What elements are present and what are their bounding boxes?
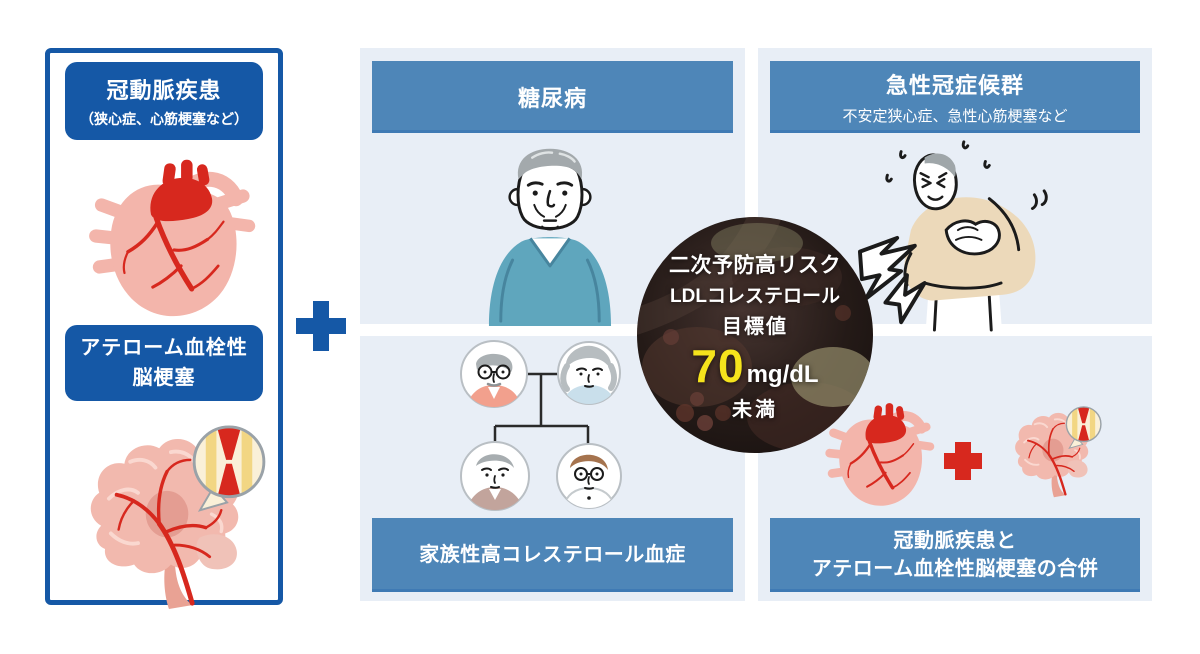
acs-header: 急性冠症候群 不安定狭心症、急性心筋梗塞など xyxy=(770,61,1140,133)
target-value-label: 目標値 xyxy=(722,315,788,338)
combined-label: 冠動脈疾患と アテローム血栓性脳梗塞の合併 xyxy=(770,518,1140,592)
plus-icon xyxy=(296,301,346,351)
target-unit: mg/dL xyxy=(746,360,819,388)
diabetes-title: 糖尿病 xyxy=(517,86,587,111)
acs-title: 急性冠症候群 xyxy=(885,73,1024,98)
family-tree-illustration xyxy=(460,340,622,511)
panel-diabetes: 糖尿病 xyxy=(360,48,745,326)
acs-subtitle: 不安定狭心症、急性心筋梗塞など xyxy=(842,108,1068,125)
diabetes-header: 糖尿病 xyxy=(372,61,733,133)
coronary-disease-subtitle: （狭心症、心筋梗塞など） xyxy=(80,111,248,127)
coronary-disease-header: 冠動脈疾患 （狭心症、心筋梗塞など） xyxy=(65,62,263,140)
heart-illustration xyxy=(85,158,263,326)
stroke-title-line2: 脳梗塞 xyxy=(132,367,196,389)
target-value: 70 xyxy=(691,339,745,392)
left-condition-box: 冠動脈疾患 （狭心症、心筋梗塞など） アテローム血栓性 脳梗塞 xyxy=(45,48,283,605)
atherothrombotic-stroke-header: アテローム血栓性 脳梗塞 xyxy=(65,325,263,401)
panel-familial-hypercholesterolemia: 家族性高コレステロール血症 xyxy=(360,336,745,601)
less-than-label: 未満 xyxy=(732,398,778,421)
ldl-target-circle: 二次予防高リスク LDLコレステロール 目標値 70 mg/dL 未満 xyxy=(637,217,873,453)
target-value-row: 70 mg/dL xyxy=(691,339,818,393)
combined-title-line2: アテローム血栓性脳梗塞の合併 xyxy=(811,558,1099,580)
stroke-title-line1: アテローム血栓性 xyxy=(80,337,248,359)
artery-cross-section-photo xyxy=(637,217,873,452)
heart-and-brain-combined-illustration xyxy=(813,396,1113,516)
elderly-man-illustration xyxy=(488,148,612,326)
brain-with-stenosis-illustration xyxy=(66,425,270,609)
ldl-target-text: 二次予防高リスク LDLコレステロール 目標値 70 mg/dL 未満 xyxy=(637,217,873,453)
fh-label: 家族性高コレステロール血症 xyxy=(372,518,733,592)
ldl-cholesterol-label: LDLコレステロール xyxy=(670,285,840,307)
red-plus-icon xyxy=(944,442,982,480)
combined-title-line1: 冠動脈疾患と xyxy=(893,530,1017,552)
secondary-prevention-label: 二次予防高リスク xyxy=(669,253,841,277)
coronary-disease-title: 冠動脈疾患 xyxy=(106,78,222,103)
fh-title: 家族性高コレステロール血症 xyxy=(419,544,686,566)
chest-pain-man-illustration xyxy=(857,140,1048,332)
